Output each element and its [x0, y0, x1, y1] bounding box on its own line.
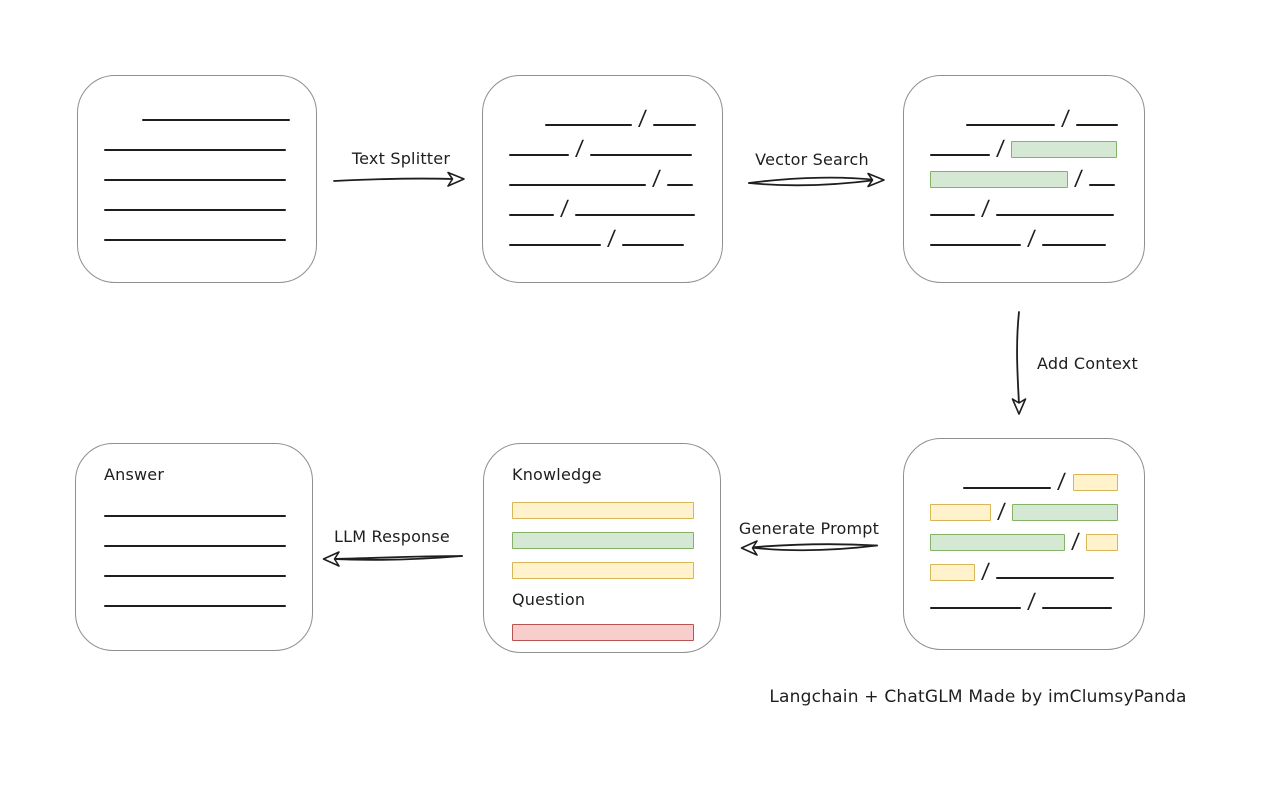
- slash-separator: /: [606, 226, 617, 250]
- segment-green: [930, 171, 1068, 188]
- answer-lines: [104, 489, 286, 609]
- split-chunks-box: / / / / /: [482, 75, 723, 283]
- segment-line: [104, 605, 286, 607]
- slash-separator: /: [1070, 529, 1081, 553]
- llm-response-arrow: [322, 551, 463, 567]
- result-rows: / / / / /: [930, 98, 1118, 250]
- segment-line: [104, 515, 286, 517]
- segment-line: [1042, 607, 1113, 609]
- slash-separator: /: [980, 196, 991, 220]
- slash-separator: /: [1073, 166, 1084, 190]
- slash-separator: /: [1057, 469, 1067, 493]
- segment-line: [930, 154, 990, 156]
- question-label: Question: [512, 590, 586, 609]
- knowledge-label: Knowledge: [512, 465, 602, 484]
- segment-line: [575, 214, 696, 216]
- segment-line: [509, 244, 601, 246]
- segment-line: [963, 487, 1052, 489]
- slash-separator: /: [995, 136, 1006, 160]
- segment-yellow: [1072, 474, 1118, 491]
- source-document-box: [77, 75, 317, 283]
- answer-label: Answer: [104, 465, 165, 484]
- segment-line: [104, 545, 286, 547]
- segment-line: [545, 124, 633, 126]
- segment-line: [104, 239, 286, 241]
- segment-line: [104, 179, 286, 181]
- vector-search-arrow: [748, 172, 885, 188]
- context-rows: / / / / /: [930, 461, 1118, 613]
- segment-line: [509, 214, 554, 216]
- segment-line: [1089, 184, 1116, 186]
- segment-green: [512, 532, 694, 549]
- segment-line: [509, 184, 646, 186]
- chunk-rows: / / / / /: [509, 98, 697, 250]
- segment-green: [930, 534, 1065, 551]
- text-splitter-label: Text Splitter: [351, 149, 451, 168]
- slash-separator: /: [996, 499, 1007, 523]
- document-lines: [104, 93, 290, 243]
- segment-line: [930, 214, 975, 216]
- llm-response-label: LLM Response: [334, 527, 450, 546]
- segment-line: [653, 124, 697, 126]
- segment-line: [104, 209, 286, 211]
- knowledge-bars: [512, 489, 694, 579]
- slash-separator: /: [1026, 226, 1037, 250]
- add-context-label: Add Context: [1037, 354, 1138, 373]
- context-box: / / / / /: [903, 438, 1145, 650]
- text-splitter-arrow: [333, 171, 465, 187]
- vector-search-results-box: / / / / /: [903, 75, 1145, 283]
- slash-separator: /: [1060, 106, 1070, 130]
- segment-line: [590, 154, 693, 156]
- segment-line: [622, 244, 685, 246]
- slash-separator: /: [638, 106, 648, 130]
- segment-yellow: [512, 562, 694, 579]
- segment-line: [1075, 124, 1118, 126]
- diagram-caption: Langchain + ChatGLM Made by imClumsyPand…: [769, 687, 1187, 707]
- segment-space: [930, 127, 959, 128]
- segment-green: [1011, 141, 1118, 158]
- segment-line: [996, 577, 1115, 579]
- slash-separator: /: [1026, 589, 1037, 613]
- segment-yellow: [930, 504, 992, 521]
- segment-red: [512, 624, 694, 641]
- prompt-box: Knowledge Question: [483, 443, 721, 653]
- segment-line: [996, 214, 1115, 216]
- segment-green: [1012, 504, 1118, 521]
- segment-space: [930, 490, 956, 491]
- segment-yellow: [512, 502, 694, 519]
- segment-line: [965, 124, 1055, 126]
- segment-line: [667, 184, 694, 186]
- generate-prompt-label: Generate Prompt: [738, 519, 880, 538]
- segment-line: [104, 149, 286, 151]
- segment-line: [1042, 244, 1107, 246]
- slash-separator: /: [980, 559, 991, 583]
- slash-separator: /: [651, 166, 662, 190]
- segment-line: [104, 575, 286, 577]
- slash-separator: /: [574, 136, 585, 160]
- segment-yellow: [930, 564, 975, 581]
- answer-box: Answer: [75, 443, 313, 651]
- slash-separator: /: [559, 196, 570, 220]
- segment-line: [930, 244, 1021, 246]
- segment-line: [509, 154, 569, 156]
- question-bar: [512, 611, 694, 641]
- segment-space: [104, 122, 135, 123]
- vector-search-label: Vector Search: [755, 150, 869, 169]
- segment-yellow: [1085, 534, 1118, 551]
- add-context-arrow: [1011, 311, 1027, 415]
- generate-prompt-arrow: [740, 540, 878, 556]
- segment-line: [142, 119, 290, 121]
- segment-line: [930, 607, 1021, 609]
- segment-space: [509, 127, 538, 128]
